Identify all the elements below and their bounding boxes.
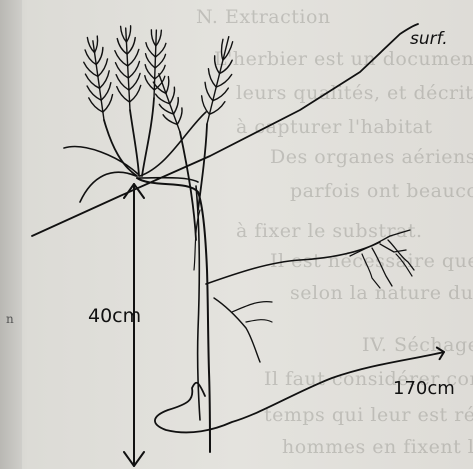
grass-leaf — [140, 112, 206, 176]
lateral-root — [206, 242, 380, 284]
grass-leaf — [64, 147, 138, 174]
depth-label: 40cm — [88, 305, 141, 327]
grass-spike — [195, 34, 240, 127]
runner-length-label: 170cm — [393, 378, 455, 399]
lateral-root — [214, 298, 260, 362]
grass-spike — [114, 25, 142, 110]
rootlet — [232, 302, 272, 312]
soil-surface-line — [32, 24, 418, 236]
surface-label: surf. — [410, 29, 448, 49]
grass-spike — [144, 30, 166, 99]
rootlet — [246, 320, 272, 322]
rootlet — [388, 240, 414, 270]
grass-leaf — [80, 172, 136, 202]
rootlet — [372, 248, 392, 286]
grass-stem — [130, 110, 139, 176]
grass-spike — [80, 35, 115, 122]
rootlet — [350, 230, 410, 256]
grass-spike — [149, 70, 189, 135]
grass-stem — [142, 98, 154, 176]
